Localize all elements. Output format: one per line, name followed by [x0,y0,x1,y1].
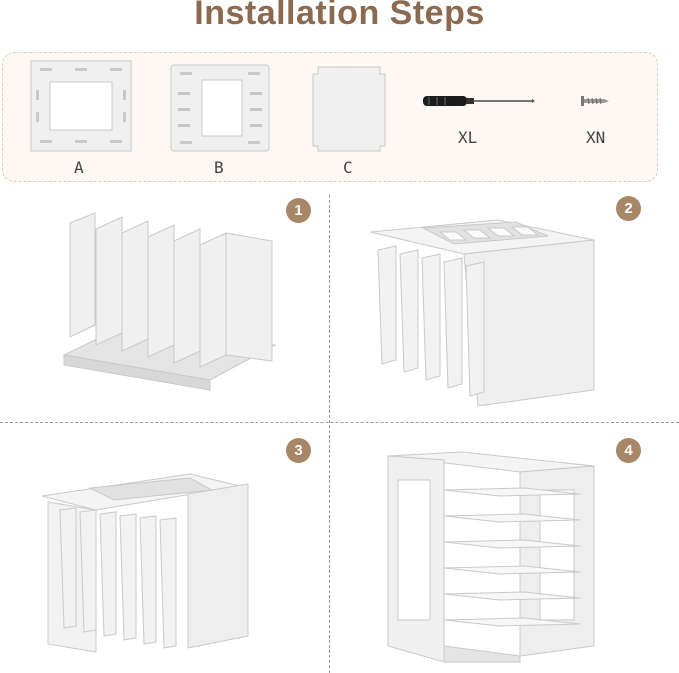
step-badge-2: 2 [616,196,641,221]
part-label-xl: XL [458,128,477,147]
panel-a-icon [30,60,132,152]
panel-c-icon [312,66,386,152]
step-badge-3: 3 [286,438,311,463]
panel-b-icon [170,64,270,152]
step-badge-4: 4 [616,438,641,463]
part-label-a: A [74,158,84,177]
step-2-illustration [368,210,596,406]
part-label-c: C [343,158,353,177]
step-4-illustration [384,450,598,664]
grid-divider-vertical [329,195,330,673]
grid-divider-horizontal [0,422,679,423]
step-1-illustration [60,205,280,395]
step-badge-1: 1 [286,198,311,223]
screw-icon [580,94,610,108]
page-title: Installation Steps [0,0,679,33]
screwdriver-icon [422,93,536,109]
part-label-b: B [214,158,224,177]
step-3-illustration [40,466,260,658]
part-label-xn: XN [586,128,605,147]
